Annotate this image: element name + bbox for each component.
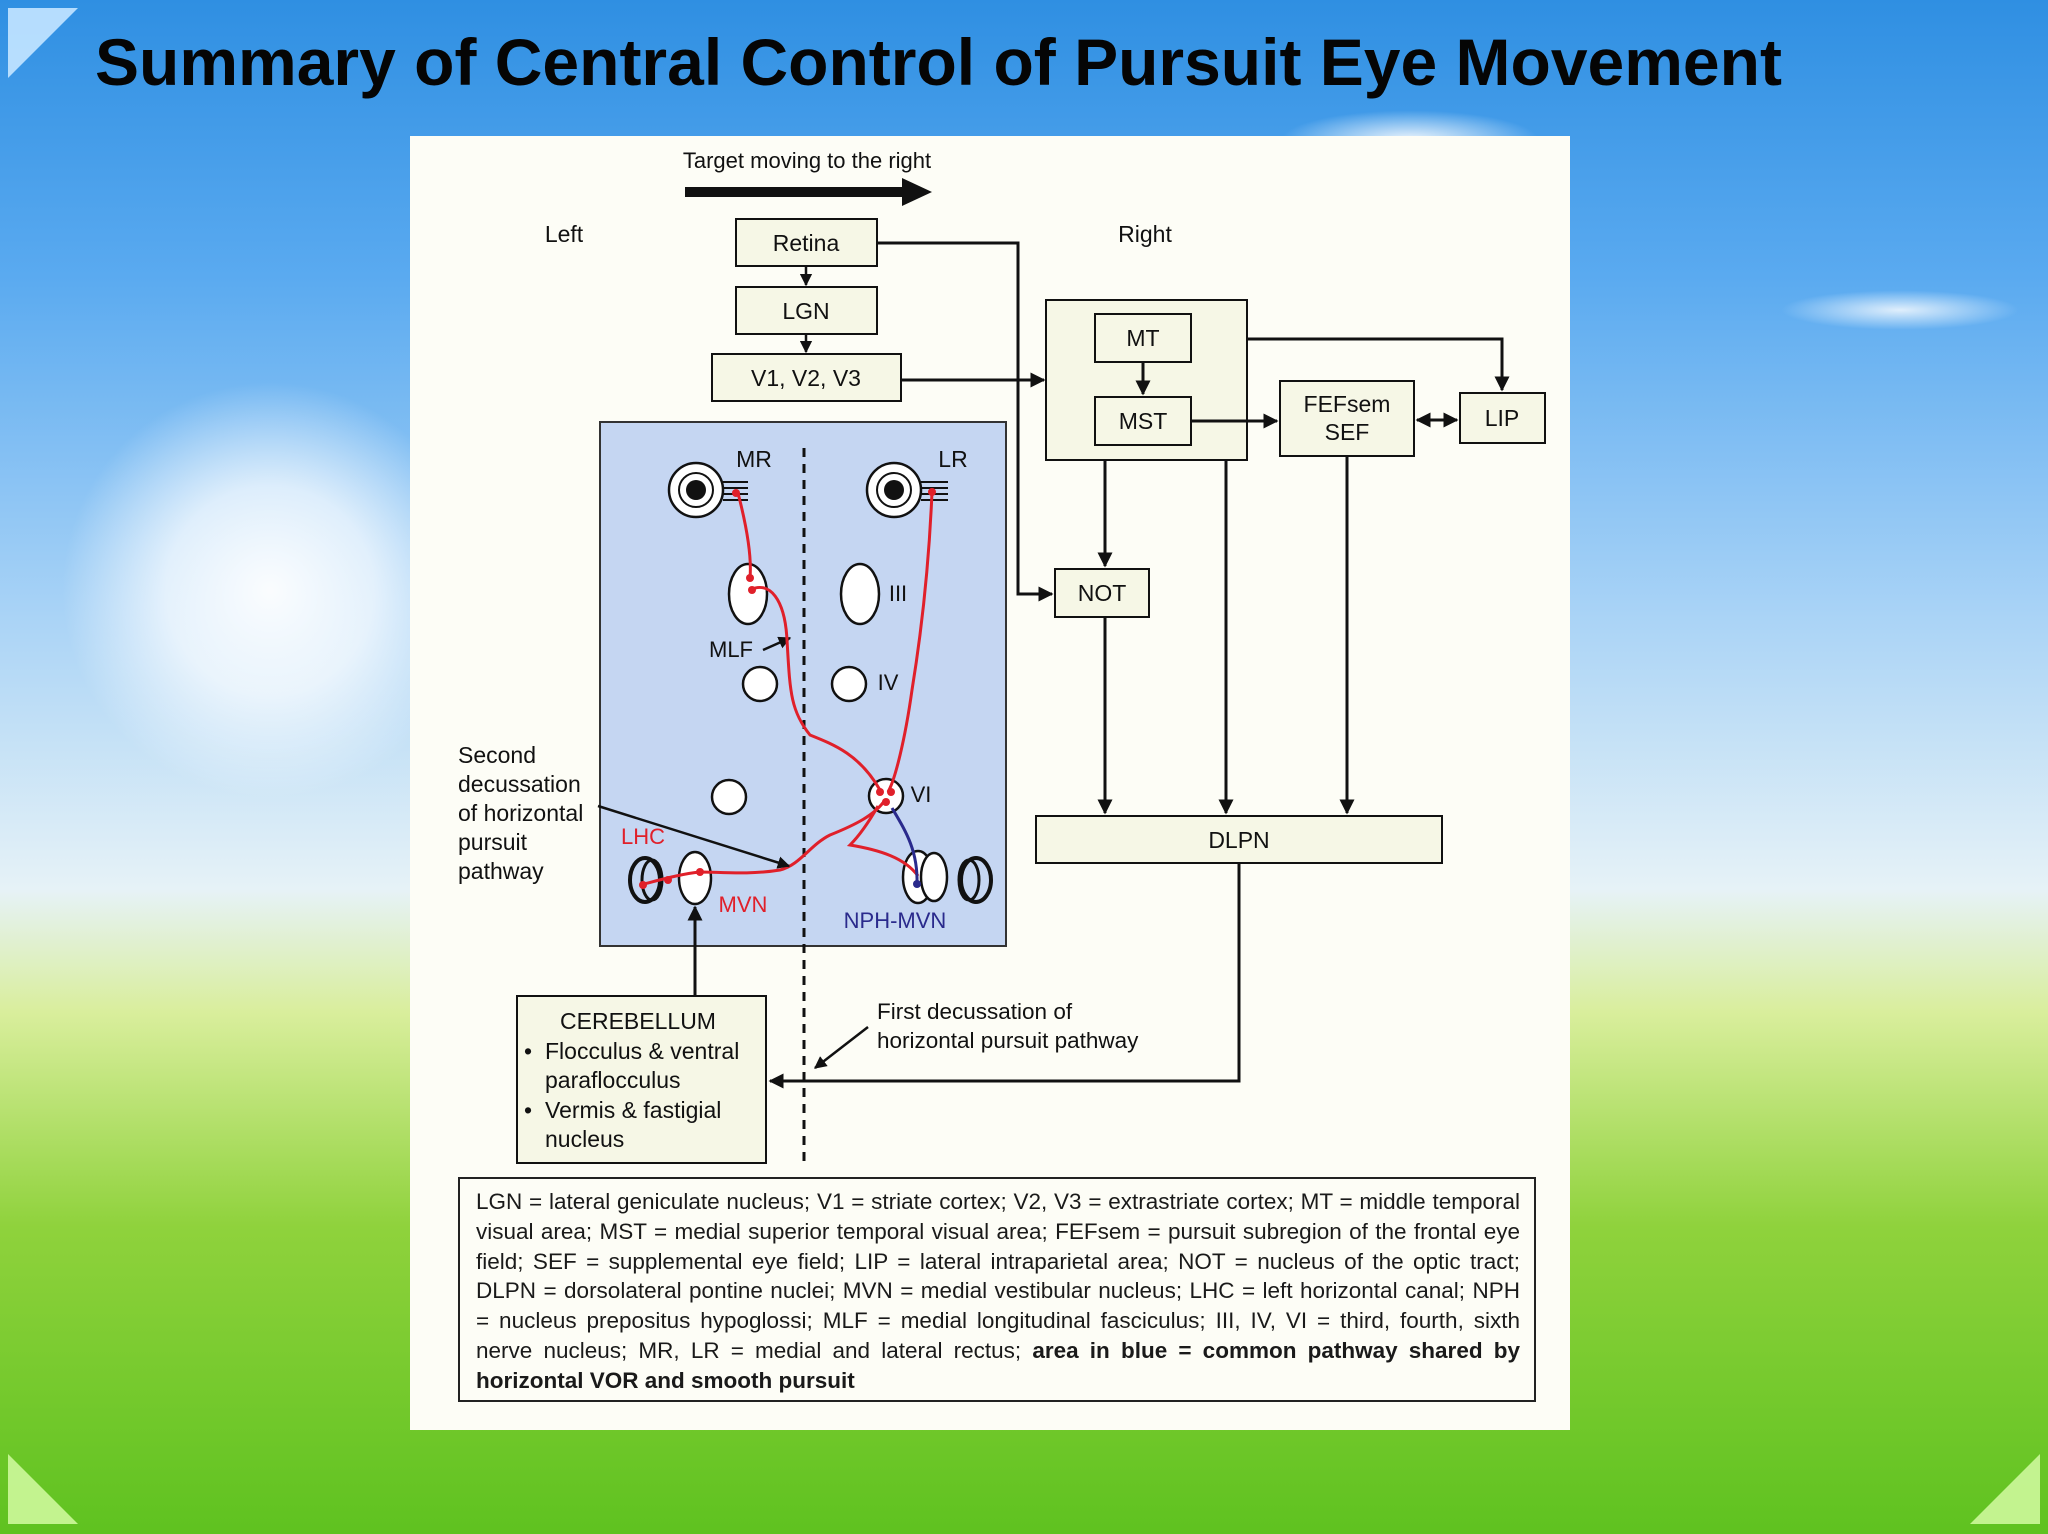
- vi-label: VI: [911, 782, 932, 807]
- target-moving-label: Target moving to the right: [683, 148, 931, 173]
- lgn-label: LGN: [782, 298, 829, 324]
- v1-v2-v3-label: V1, V2, V3: [751, 365, 861, 391]
- lgn-box: LGN: [735, 286, 878, 335]
- side-right-label: Right: [1118, 221, 1172, 247]
- mlf-label: MLF: [709, 637, 753, 662]
- lip-label: LIP: [1485, 405, 1520, 431]
- dlpn-box: DLPN: [1035, 815, 1443, 864]
- mt-to-lip-arrow: [1247, 337, 1510, 392]
- mvn-label: MVN: [719, 892, 768, 917]
- fefsem-label: FEFsem: [1304, 391, 1391, 417]
- corner-decoration-bottom-right: [1970, 1454, 2040, 1524]
- not-label: NOT: [1078, 580, 1127, 606]
- retina-box: Retina: [735, 218, 878, 267]
- side-left-label: Left: [545, 221, 584, 247]
- dlpn-to-cerebellum-arrow: [768, 863, 1241, 1089]
- mst-label: MST: [1119, 408, 1168, 434]
- cerebellum-item: Flocculus & ventral: [545, 1038, 739, 1064]
- first-decussation-pointer-arrow: [814, 1026, 869, 1069]
- second-decussation-line: decussation: [458, 771, 581, 797]
- second-decussation-label: Second decussation of horizontal pursuit…: [458, 742, 583, 884]
- left-iv-nucleus: [741, 665, 779, 703]
- pursuit-pathway-red-dots: [639, 488, 936, 889]
- lhc-label: LHC: [621, 824, 665, 849]
- lip-box: LIP: [1459, 392, 1546, 444]
- nph-mvn-label: NPH-MVN: [844, 908, 947, 933]
- cerebellum-title: CEREBELLUM: [560, 1008, 716, 1034]
- right-iv-nucleus: [830, 665, 868, 703]
- nph-mvn-pathway-blue: [890, 807, 919, 885]
- sef-label: SEF: [1325, 419, 1370, 445]
- right-nph-nucleus: [919, 851, 949, 903]
- cerebellum-bullet: •: [524, 1097, 532, 1123]
- left-vi-nucleus: [710, 778, 748, 816]
- left-iii-nucleus: [727, 562, 769, 626]
- cerebellum-item: paraflocculus: [545, 1067, 681, 1093]
- fefsem-sef-box: FEFsem SEF: [1279, 380, 1415, 457]
- left-eye-icon: [667, 461, 748, 519]
- not-box: NOT: [1054, 568, 1150, 618]
- left-mvn-nucleus: [677, 850, 713, 906]
- background-cloud: [1780, 290, 2020, 330]
- retina-to-not-arrow: [877, 241, 1054, 602]
- legend-bold-text: area in blue = common pathway shared by …: [476, 1337, 1520, 1393]
- cerebellum-item: nucleus: [545, 1126, 624, 1152]
- pursuit-pathway-red: [639, 491, 934, 887]
- cerebellum-item: Vermis & fastigial: [545, 1097, 721, 1123]
- mr-label: MR: [736, 446, 772, 472]
- second-decussation-line: pathway: [458, 858, 544, 884]
- second-decussation-line: Second: [458, 742, 536, 768]
- first-decussation-line: horizontal pursuit pathway: [877, 1028, 1139, 1053]
- target-direction-arrow: [685, 178, 932, 206]
- lr-label: LR: [938, 446, 967, 472]
- iii-label: III: [889, 581, 907, 606]
- second-decussation-pointer-arrow: [597, 804, 791, 869]
- mt-label: MT: [1126, 325, 1159, 351]
- corner-decoration-top-left: [8, 8, 78, 78]
- retina-label: Retina: [773, 230, 840, 256]
- second-decussation-line: of horizontal: [458, 800, 583, 826]
- dlpn-label: DLPN: [1208, 827, 1269, 853]
- cerebellum-box: CEREBELLUM • Flocculus & ventral paraflo…: [516, 995, 767, 1164]
- right-iii-nucleus: [839, 562, 881, 626]
- slide-title: Summary of Central Control of Pursuit Ey…: [95, 25, 1782, 99]
- v1-v2-v3-box: V1, V2, V3: [711, 353, 902, 402]
- corner-decoration-bottom-left: [8, 1454, 78, 1524]
- abbreviation-legend: LGN = lateral geniculate nucleus; V1 = s…: [458, 1177, 1536, 1402]
- cerebellum-bullet: •: [524, 1038, 532, 1064]
- right-vi-nucleus: [867, 777, 905, 815]
- mt-box: MT: [1094, 313, 1192, 363]
- nph-mvn-dot: [913, 880, 921, 888]
- first-decussation-line: First decussation of: [877, 999, 1073, 1024]
- second-decussation-line: pursuit: [458, 829, 528, 855]
- right-horizontal-canal-icon: [957, 856, 993, 904]
- mst-box: MST: [1094, 396, 1192, 446]
- iv-label: IV: [878, 670, 899, 695]
- legend-text: LGN = lateral geniculate nucleus; V1 = s…: [476, 1189, 1520, 1363]
